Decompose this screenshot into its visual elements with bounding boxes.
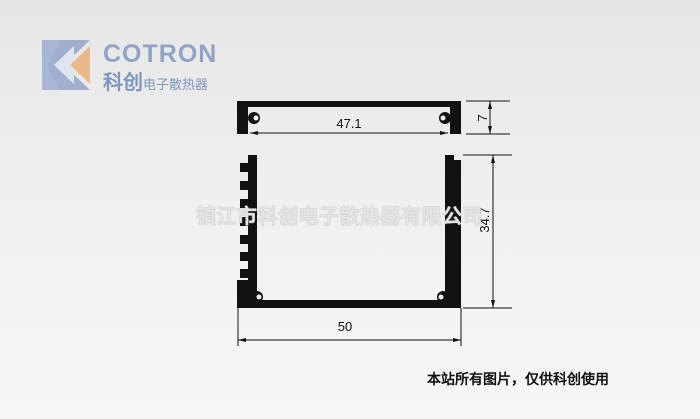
brand-cn-sub: 电子散热器: [143, 78, 209, 93]
brand-name-cn: 科创电子散热器: [103, 66, 208, 95]
brand-cn-main: 科创: [103, 70, 143, 94]
brand-name: COTRON: [103, 40, 218, 68]
watermark: 镇江市科创电子散热器有限公司: [196, 204, 483, 228]
footer-note: 本站所有图片，仅供科创使用: [427, 372, 609, 388]
dimension-lines: [237, 100, 512, 346]
dim-lid-height: 7: [475, 114, 490, 121]
body-profile: [237, 155, 461, 308]
cotron-logo-icon: [42, 40, 90, 90]
dim-outer-width: 50: [338, 319, 352, 334]
dim-body-height: 34.7: [477, 207, 492, 232]
dim-inner-width: 47.1: [336, 116, 361, 131]
